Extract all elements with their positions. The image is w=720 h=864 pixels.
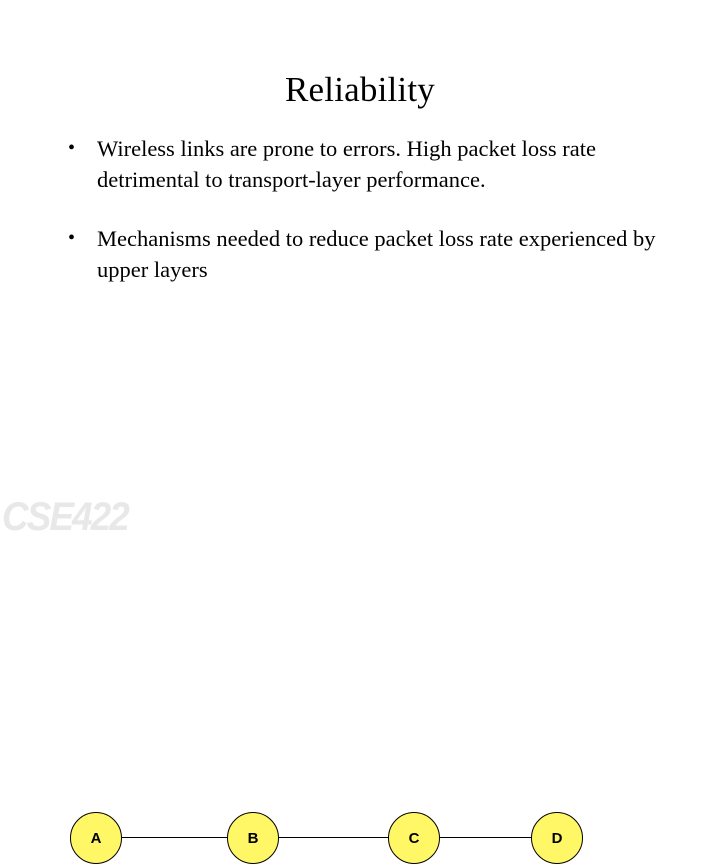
node-d-label: D — [551, 829, 563, 847]
node-d: D — [531, 812, 583, 864]
slide-canvas: Reliability • Wireless links are prone t… — [0, 70, 720, 864]
cse422-logo: CSE422 — [2, 495, 130, 539]
list-item: • Mechanisms needed to reduce packet los… — [63, 223, 683, 285]
page-title: Reliability — [285, 70, 435, 110]
node-c: C — [388, 812, 440, 864]
bullet-list: • Wireless links are prone to errors. Hi… — [63, 133, 683, 313]
network-topology-diagram: A B C D — [0, 400, 720, 864]
bullet-point-icon: • — [68, 137, 76, 159]
node-b-label: B — [247, 829, 259, 847]
bullet-text: Wireless links are prone to errors. High… — [97, 136, 596, 192]
node-c-label: C — [408, 829, 420, 847]
node-a-label: A — [90, 829, 102, 847]
node-a: A — [70, 812, 122, 864]
node-b: B — [227, 812, 279, 864]
bullet-point-icon: • — [68, 227, 76, 249]
bullet-text: Mechanisms needed to reduce packet loss … — [97, 226, 656, 282]
list-item: • Wireless links are prone to errors. Hi… — [63, 133, 683, 195]
